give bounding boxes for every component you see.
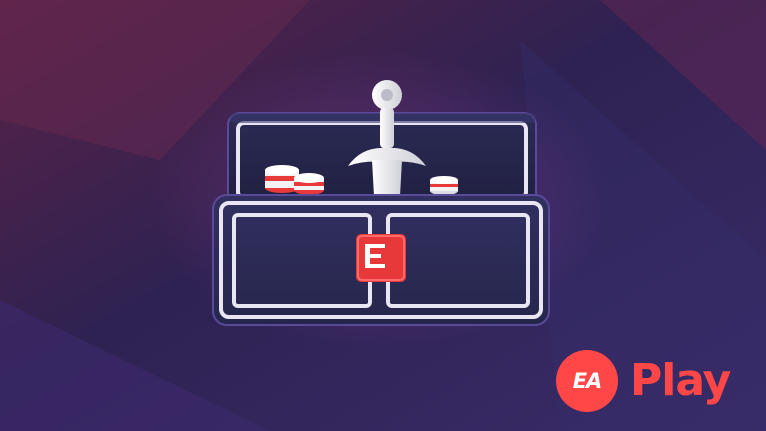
token-stack-icon: [265, 165, 458, 195]
play-wordmark: Play: [630, 355, 731, 406]
lock-icon: [356, 234, 406, 282]
sword-icon: [348, 80, 426, 196]
ea-play-logo: EA Play: [556, 349, 746, 413]
ea-badge: EA: [556, 350, 618, 412]
